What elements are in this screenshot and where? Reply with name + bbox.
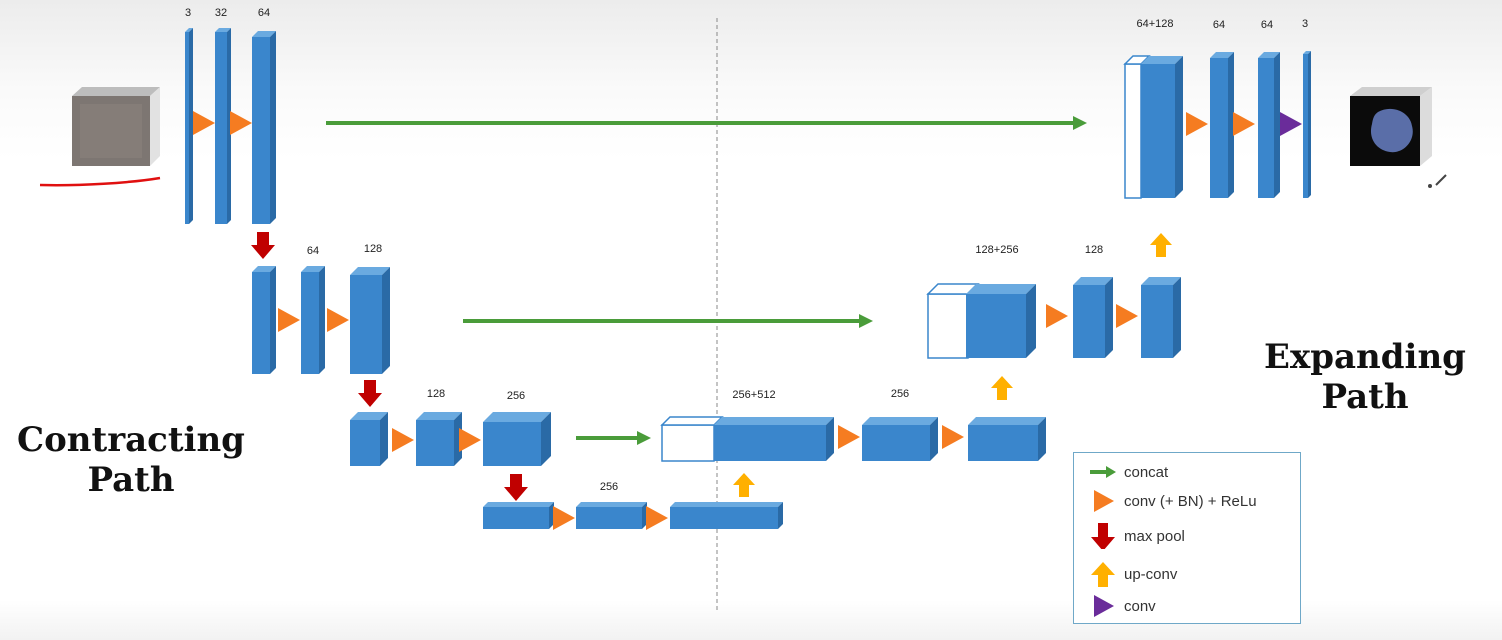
legend-item-max-pool: max pool [1088,523,1185,549]
conv-icon [193,111,215,135]
input-image [72,87,160,166]
label-b1-c3: 64 [257,7,271,19]
block-r1-conv2 [1258,52,1280,198]
conv-icon [459,428,481,452]
conv-icon [1046,304,1068,328]
block-l3-conv2 [483,412,551,466]
legend-item-conv: conv [1088,593,1156,619]
skip-arrow-level-2 [463,314,873,328]
legend-item-up-conv: up-conv [1088,561,1177,587]
conv-icon [553,506,575,530]
conv-icon [278,308,300,332]
conv-icon [230,111,252,135]
expanding-path-title: Expanding Path [1264,337,1466,417]
block-r1-conv1 [1210,52,1234,198]
legend-item-conv-bn-relu: conv (+ BN) + ReLu [1088,488,1257,514]
block-bottleneck-conv1 [576,502,647,529]
label-up1-c2: 64 [1212,19,1226,31]
contracting-path-title: Contracting Path [17,420,245,500]
block-r1-output [1303,51,1311,198]
legend-label: conv (+ BN) + ReLu [1124,492,1257,510]
conv-icon [1116,304,1138,328]
block-r3-upsampled [714,417,834,461]
label-up1-c3: 64 [1260,19,1274,31]
block-r2-conv1 [1073,277,1113,358]
red-annotation-stroke [39,176,161,187]
upconv-icon [733,473,755,497]
label-up3-conv: 256 [890,388,910,400]
block-l3-pool [350,412,388,466]
conv-icon [1186,112,1208,136]
label-b1-c1: 3 [184,7,192,19]
legend: concat conv (+ BN) + ReLu max pool up-co… [1073,452,1301,624]
maxpool-icon [358,380,382,407]
yellow-up-arrow-icon [1091,562,1115,587]
conv-icon [1233,112,1255,136]
block-r2-conv2 [1141,277,1181,358]
maxpool-icon [251,232,275,259]
legend-label: concat [1124,463,1169,481]
legend-label: up-conv [1124,565,1178,583]
legend-item-concat: concat [1088,459,1168,485]
conv-icon [327,308,349,332]
maxpool-icon [504,474,528,501]
block-bottleneck-conv2 [670,502,783,529]
orange-triangle-icon [1094,490,1114,512]
label-b1-c2: 32 [214,7,228,19]
legend-label: conv [1124,597,1156,615]
conv-icon [942,425,964,449]
block-l1-conv1 [215,28,231,224]
label-b3-c3: 256 [506,390,526,402]
output-mask-image [1350,87,1432,166]
block-l1-conv2 [252,31,276,224]
skip-arrow-level-1 [326,116,1087,130]
conv-icon [392,428,414,452]
block-l2-conv1 [301,266,325,374]
skip-arrow-level-3 [576,431,651,445]
block-r3-skip-copy [660,416,724,462]
pen-cursor-icon [1428,174,1447,188]
conv-icon [646,506,668,530]
label-up1-concat: 64+128 [1136,18,1174,30]
block-bottleneck-pool [483,502,554,529]
label-up2-conv: 128 [1084,244,1104,256]
purple-triangle-icon [1094,595,1114,617]
block-r2-skip-copy [926,283,980,359]
block-r3-conv1 [862,417,938,461]
block-l1-input [185,28,193,224]
block-l2-pool [252,266,276,374]
block-l2-conv2 [350,267,390,374]
label-up2-concat: 128+256 [975,244,1019,256]
upconv-icon [991,376,1013,400]
label-b3-c2: 128 [426,388,446,400]
label-b2-c2: 64 [306,245,320,257]
upconv-icon [1150,233,1172,257]
label-b2-c3: 128 [363,243,383,255]
block-r3-conv2 [968,417,1046,461]
conv-icon [838,425,860,449]
label-output: 3 [1301,18,1309,30]
label-up3-concat: 256+512 [732,389,776,401]
green-arrow-icon [1090,466,1116,478]
block-r2-upsampled [966,284,1036,358]
block-l3-conv1 [416,412,462,466]
block-r1-upsampled [1141,56,1183,198]
final-conv-icon [1280,112,1302,136]
label-bottleneck: 256 [599,481,619,493]
red-down-arrow-icon [1091,523,1115,549]
legend-label: max pool [1124,527,1185,545]
